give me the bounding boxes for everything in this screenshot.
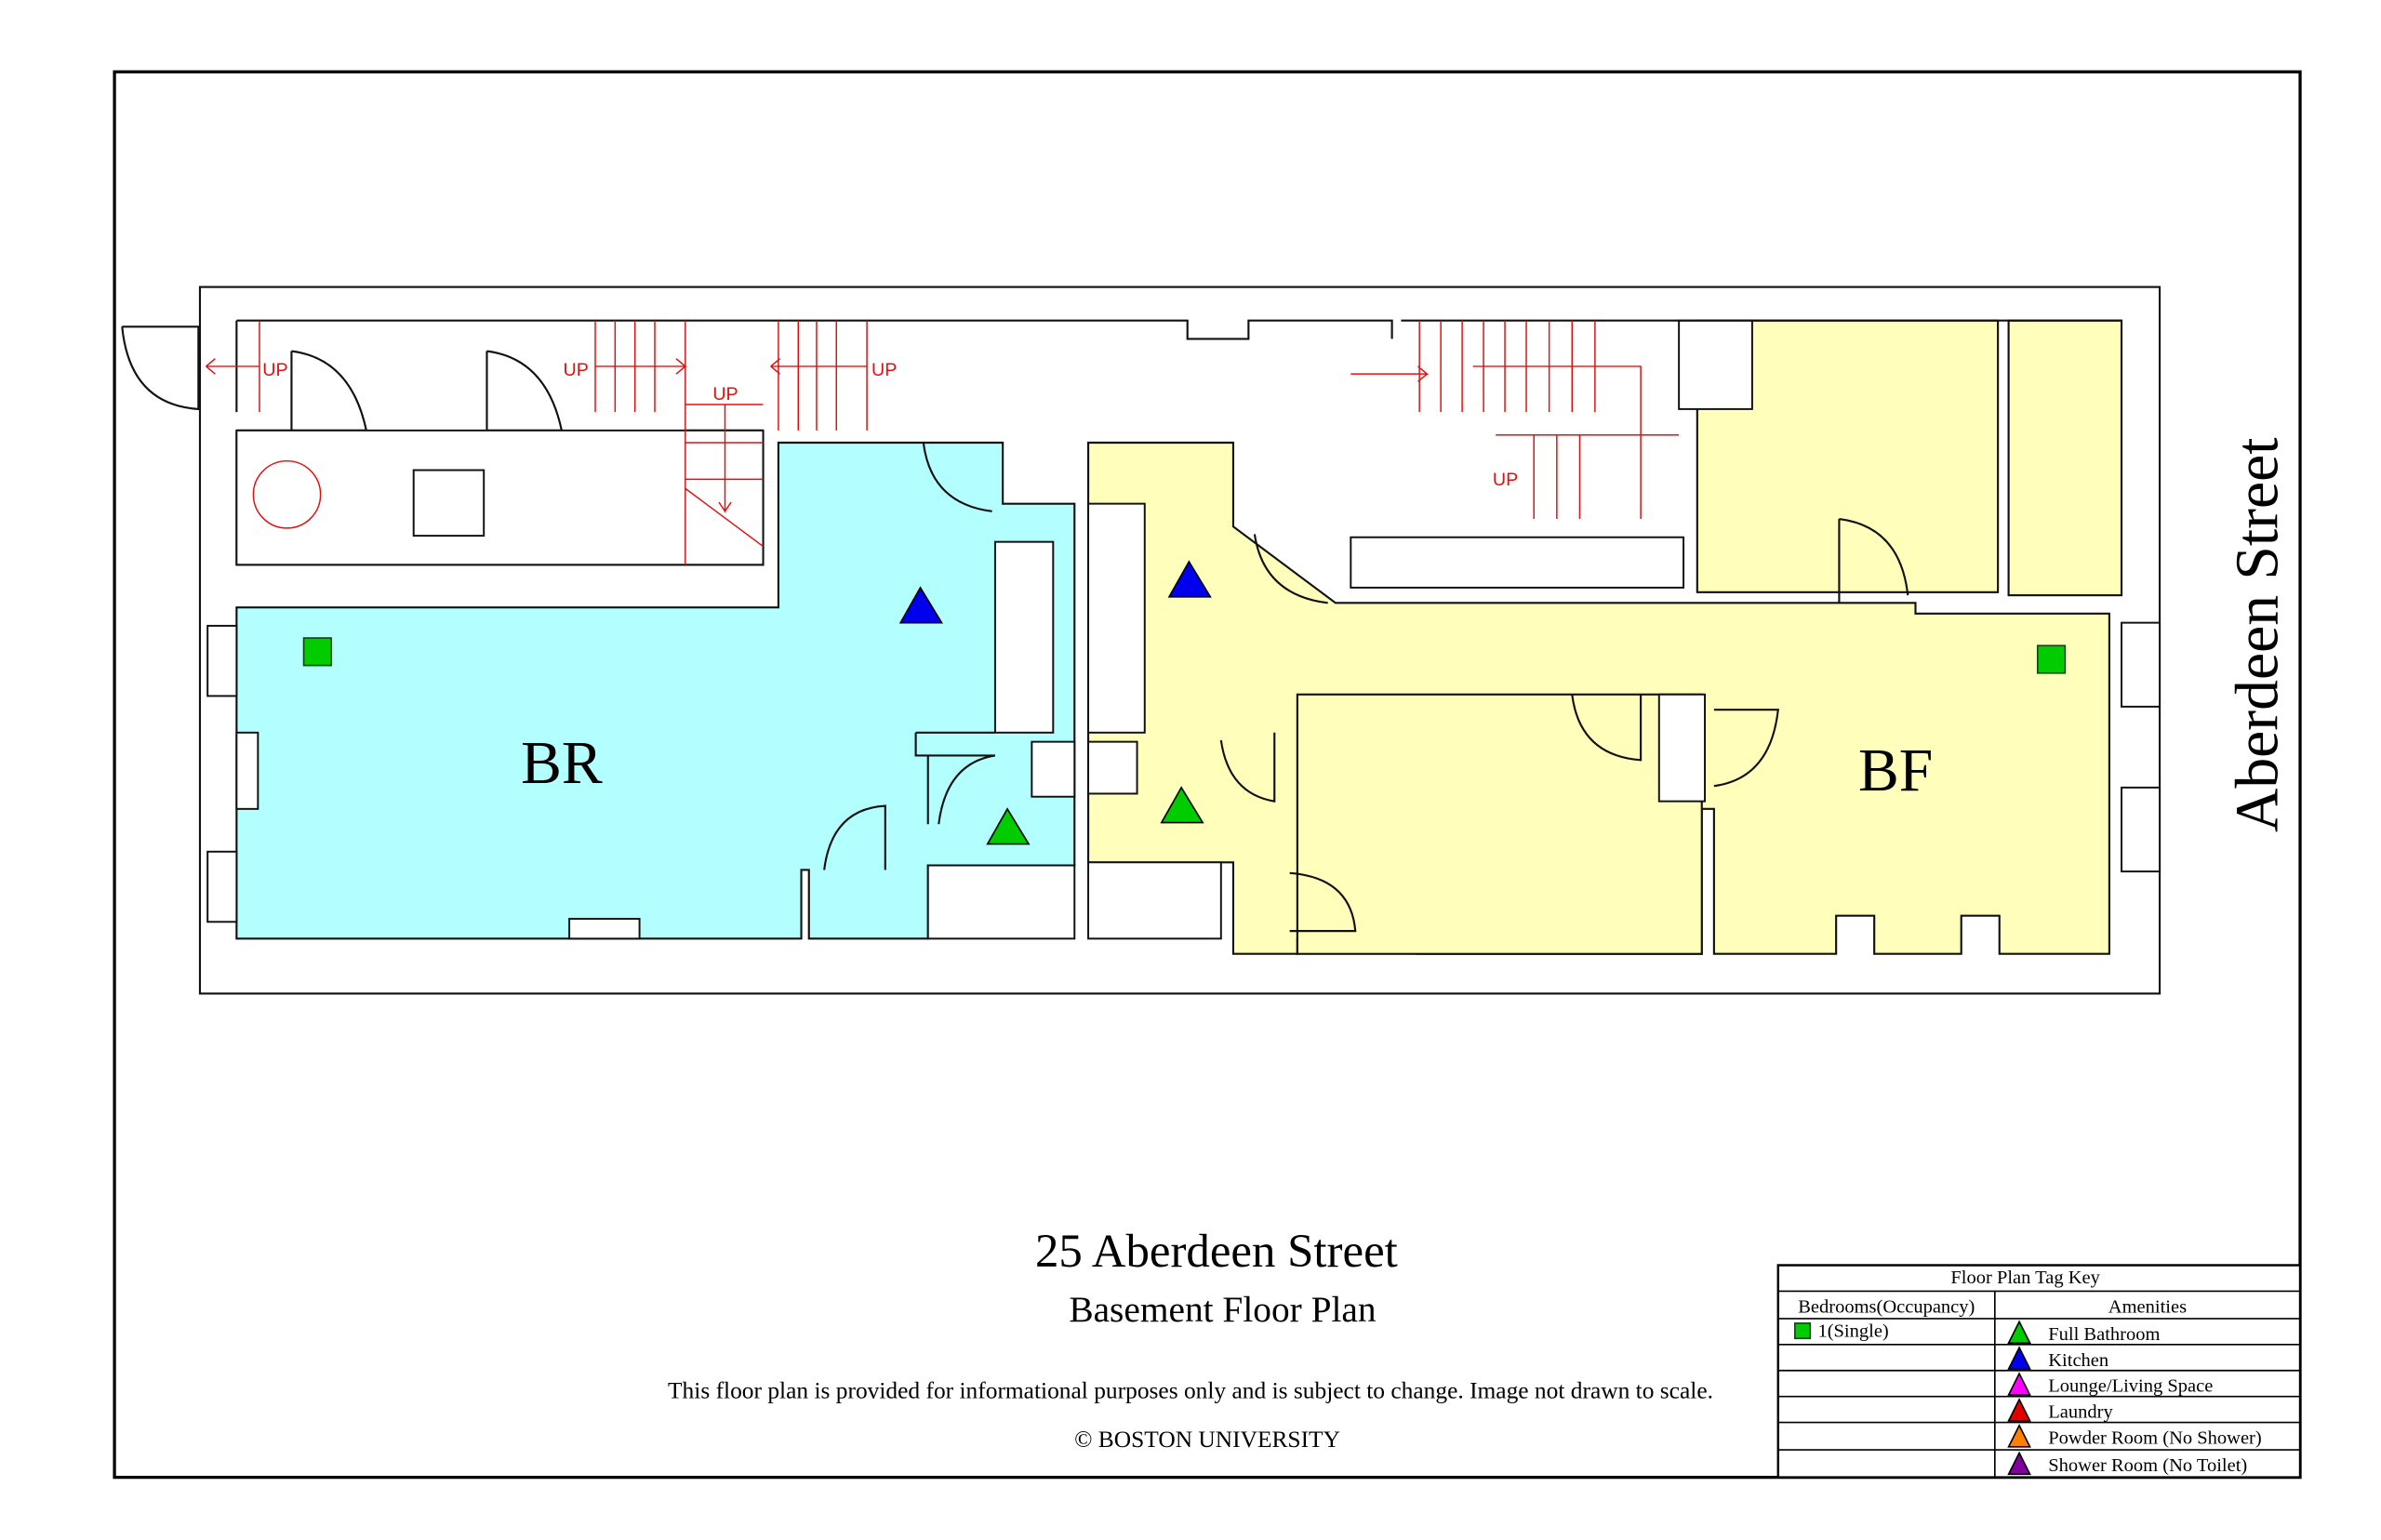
legend-amenity-label: Laundry bbox=[2048, 1402, 2113, 1423]
door-swing bbox=[1253, 534, 1328, 604]
stair-up-label: UP bbox=[712, 384, 738, 405]
door-swing bbox=[1713, 709, 1779, 788]
copyright: © BOSTON UNIVERSITY bbox=[1074, 1426, 1340, 1453]
kitchen-tag-icon bbox=[898, 586, 943, 624]
bedroom-tag-icon bbox=[2036, 644, 2067, 674]
floor-title: Basement Floor Plan bbox=[1069, 1289, 1377, 1330]
unit-label-bf: BF bbox=[1858, 737, 1933, 804]
counter bbox=[1350, 536, 1685, 589]
stair-up-label: UP bbox=[1493, 470, 1518, 490]
door-swing bbox=[1289, 871, 1357, 933]
stair-up-label: UP bbox=[564, 360, 589, 380]
equipment-box bbox=[412, 469, 486, 538]
closet bbox=[1087, 740, 1138, 795]
window bbox=[2121, 786, 2162, 873]
stair-up-label: UP bbox=[262, 360, 287, 380]
legend-amenity-label: Shower Room (No Toilet) bbox=[2048, 1455, 2247, 1476]
closet bbox=[1087, 502, 1146, 734]
bathroom-tag-icon bbox=[986, 807, 1031, 845]
unit-label-br: BR bbox=[521, 730, 603, 797]
stairs: UP UP UP UP UP bbox=[206, 320, 1680, 565]
address-title: 25 Aberdeen Street bbox=[1035, 1226, 1398, 1278]
window bbox=[2121, 621, 2162, 708]
window bbox=[206, 850, 238, 923]
legend-amenities-header: Amenities bbox=[2108, 1296, 2187, 1317]
powder-room-icon bbox=[2007, 1423, 2031, 1448]
legend-amenity-label: Lounge/Living Space bbox=[2048, 1376, 2213, 1397]
single-bedroom-icon bbox=[1794, 1322, 1812, 1340]
door-swing bbox=[1838, 517, 1909, 604]
legend-bedroom-label: 1(Single) bbox=[1817, 1321, 1888, 1342]
door-swing bbox=[823, 804, 886, 870]
storage-room bbox=[1087, 861, 1222, 940]
legend-amenity-label: Powder Room (No Shower) bbox=[2048, 1428, 2261, 1449]
window bbox=[568, 918, 641, 940]
stair-up-label: UP bbox=[871, 360, 897, 380]
full-bathroom-icon bbox=[2007, 1320, 2031, 1345]
window bbox=[235, 731, 259, 810]
entry-door bbox=[121, 325, 200, 411]
bathroom-tag-icon bbox=[1160, 786, 1204, 824]
sheet-border bbox=[113, 70, 2302, 1480]
window bbox=[206, 624, 238, 697]
door-swing bbox=[922, 442, 992, 512]
legend-amenity-label: Full Bathroom bbox=[2048, 1324, 2160, 1345]
water-heater-icon bbox=[252, 459, 322, 529]
bf-room-far-right bbox=[2007, 319, 2123, 597]
closet bbox=[1031, 740, 1076, 798]
mechanical-room bbox=[235, 429, 765, 566]
door-swing bbox=[290, 350, 367, 431]
legend-title: Floor Plan Tag Key bbox=[1950, 1268, 2100, 1288]
closet bbox=[1657, 693, 1707, 803]
bf-inner-room bbox=[1296, 693, 1703, 955]
door-swing bbox=[1219, 732, 1276, 803]
door-swing bbox=[938, 754, 996, 825]
laundry-icon bbox=[2007, 1398, 2031, 1422]
legend-bedrooms-header: Bedrooms(Occupancy) bbox=[1798, 1296, 1975, 1317]
bedroom-tag-icon bbox=[302, 637, 332, 667]
street-label: Aberdeen Street bbox=[2224, 437, 2291, 832]
door-swing bbox=[486, 350, 563, 431]
shower-room-icon bbox=[2007, 1451, 2031, 1476]
disclaimer: This floor plan is provided for informat… bbox=[668, 1376, 1713, 1403]
kitchen-icon bbox=[2007, 1346, 2031, 1370]
legend-table: Floor Plan Tag Key Bedrooms(Occupancy) A… bbox=[1776, 1264, 2302, 1479]
legend-amenity-label: Kitchen bbox=[2048, 1350, 2108, 1371]
lounge-icon bbox=[2007, 1372, 2031, 1396]
door-swing bbox=[1571, 694, 1643, 762]
storage-room bbox=[926, 864, 1076, 940]
bathroom-wall bbox=[914, 731, 995, 825]
kitchen-tag-icon bbox=[1167, 560, 1212, 598]
closet bbox=[993, 540, 1055, 734]
closet bbox=[1678, 319, 1753, 410]
